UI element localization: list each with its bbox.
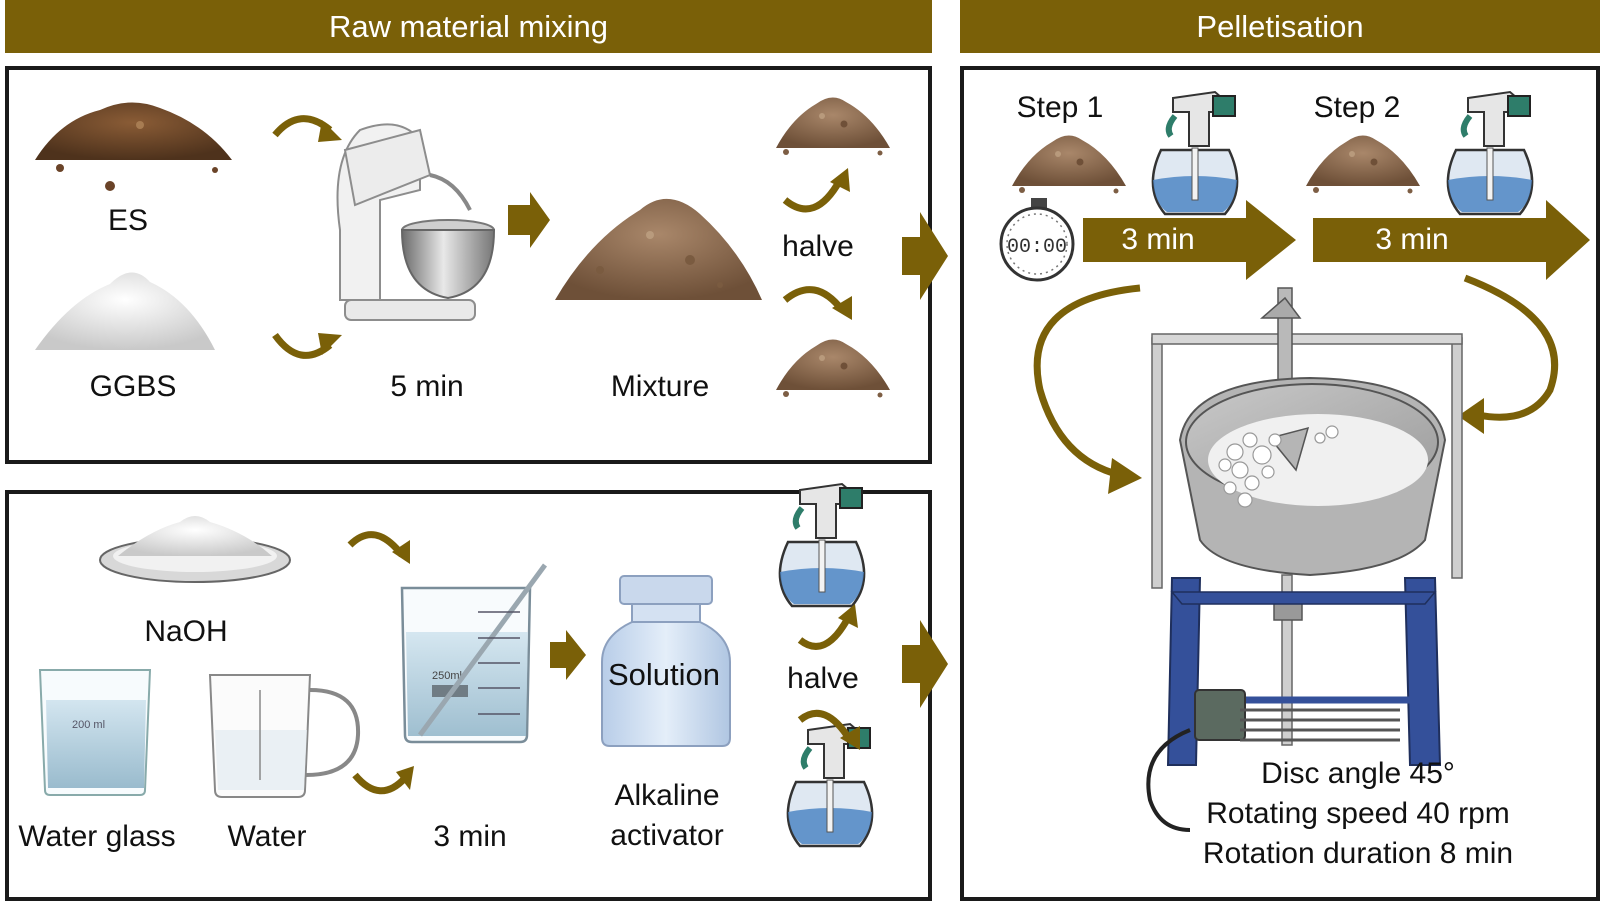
header-raw-material-mixing: Raw material mixing <box>5 0 932 53</box>
label-step2: Step 2 <box>1313 91 1401 124</box>
label-mix-time: 5 min <box>390 370 464 403</box>
label-es: ES <box>107 204 149 237</box>
label-halve-mixing: halve <box>782 230 854 263</box>
label-rotation-duration: Rotation duration 8 min <box>1202 837 1514 870</box>
label-stir-time: 3 min <box>433 820 507 853</box>
label-disc-angle: Disc angle 45° <box>1261 757 1455 790</box>
pelletiser-parameters: Disc angle 45° Rotating speed 40 rpm Rot… <box>1188 754 1528 874</box>
header-pelletisation: Pelletisation <box>960 0 1600 53</box>
label-time-step1: 3 min <box>1121 223 1195 256</box>
label-step1: Step 1 <box>1016 91 1104 124</box>
label-halve-activator: halve <box>787 662 859 695</box>
label-alkaline: Alkaline <box>614 779 720 812</box>
panel-raw-mixing <box>5 66 932 464</box>
panel-pelletisation <box>960 66 1600 901</box>
label-time-step2: 3 min <box>1375 223 1449 256</box>
label-activator: activator <box>610 819 724 852</box>
label-water: Water <box>227 820 307 853</box>
label-water-glass: Water glass <box>18 820 176 853</box>
label-solution: Solution <box>607 657 721 692</box>
label-naoh: NaOH <box>144 615 228 648</box>
label-mixture: Mixture <box>610 370 710 403</box>
label-ggbs: GGBS <box>89 370 177 403</box>
label-rotating-speed: Rotating speed 40 rpm <box>1206 797 1510 830</box>
